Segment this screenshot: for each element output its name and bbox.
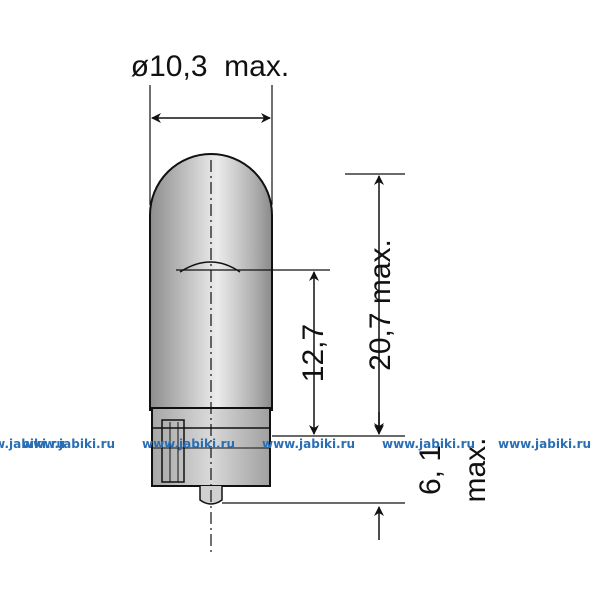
center-height-label: 12,7: [297, 324, 330, 382]
watermark-text: www.jabiki.ru: [498, 437, 591, 451]
watermark-text: www.jabiki.ru: [0, 437, 65, 451]
total-height-label: 20,7 max.: [364, 239, 397, 371]
watermark-row: www.jabiki.ru www.jabiki.ru www.jabiki.r…: [0, 437, 591, 451]
watermark-text: www.jabiki.ru: [22, 437, 115, 451]
diameter-label: ø10,3 max.: [131, 50, 289, 83]
watermark-text: www.jabiki.ru: [382, 437, 475, 451]
watermark-text: www.jabiki.ru: [262, 437, 355, 451]
filament: [179, 261, 241, 273]
diameter-dimension: [149, 85, 273, 205]
base-depth-label: 6, 1: [414, 445, 447, 495]
base-depth-suffix: max.: [459, 437, 492, 502]
watermark-text: www.jabiki.ru: [142, 437, 235, 451]
